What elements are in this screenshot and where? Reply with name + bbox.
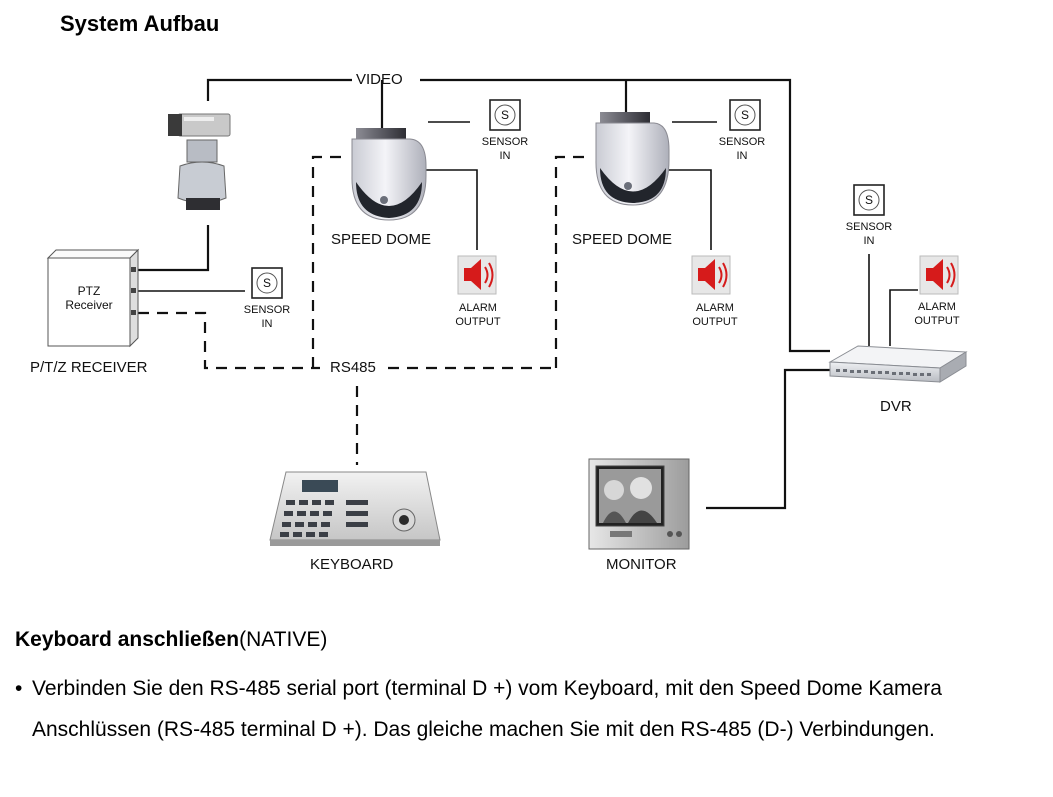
keyboard-label: KEYBOARD xyxy=(310,556,394,573)
rs485-lines xyxy=(138,155,592,465)
speed-dome-label-2: SPEED DOME xyxy=(572,231,673,248)
sensor-label-2: SENSOR IN xyxy=(718,136,766,162)
section-heading-normal: (NATIVE) xyxy=(239,628,328,651)
alarm-speaker-icon-1 xyxy=(457,255,497,295)
keyboard-controller-icon xyxy=(269,471,441,546)
sensor-icon-4 xyxy=(853,184,885,216)
sensor-label-3: SENSOR IN xyxy=(243,304,291,330)
speed-dome-camera-icon-1 xyxy=(351,128,427,221)
dvr-label: DVR xyxy=(880,398,912,415)
box-camera-icon xyxy=(168,113,231,137)
speed-dome-label-1: SPEED DOME xyxy=(331,231,432,248)
alarm-speaker-icon-2 xyxy=(691,255,731,295)
sensor-glyph-2: S xyxy=(740,108,749,122)
sensor-label-4: SENSOR IN xyxy=(845,221,893,247)
sensor-glyph-3: S xyxy=(262,276,271,290)
ptz-receiver-label: P/T/Z RECEIVER xyxy=(30,359,148,376)
bullet-item: • Verbinden Sie den RS-485 serial port (… xyxy=(15,668,1045,750)
section-heading: Keyboard anschließen(NATIVE) xyxy=(15,628,327,652)
alarm-label-1: ALARM OUTPUT xyxy=(455,302,501,328)
sensor-icon-3 xyxy=(251,267,283,299)
speed-dome-camera-icon-2 xyxy=(595,112,670,206)
system-diagram xyxy=(46,78,968,550)
sensor-glyph-4: S xyxy=(864,193,873,207)
section-heading-bold: Keyboard anschließen xyxy=(15,628,240,651)
video-lines xyxy=(138,78,830,510)
alarm-speaker-icon-3 xyxy=(919,255,959,295)
ptz-receiver-box xyxy=(46,248,140,348)
sensor-icon-2 xyxy=(729,99,761,131)
monitor-label: MONITOR xyxy=(606,556,677,573)
bullet-text: Verbinden Sie den RS-485 serial port (te… xyxy=(32,677,942,741)
page-title: System Aufbau xyxy=(60,11,220,36)
sensor-label-1: SENSOR IN xyxy=(481,136,529,162)
ptz-box-text: PTZ Receiver xyxy=(65,284,113,312)
sensor-alarm-lines xyxy=(138,121,918,346)
alarm-label-3: ALARM OUTPUT xyxy=(914,301,960,327)
sensor-glyph-1: S xyxy=(500,108,509,122)
bullet-dot: • xyxy=(15,677,23,700)
crt-monitor-icon xyxy=(588,458,690,550)
rs485-label: RS485 xyxy=(330,359,376,376)
video-label: VIDEO xyxy=(356,71,403,88)
dvr-icon xyxy=(828,345,968,383)
pan-tilt-head-icon xyxy=(177,139,227,210)
sensor-icon-1 xyxy=(489,99,521,131)
alarm-label-2: ALARM OUTPUT xyxy=(692,302,738,328)
